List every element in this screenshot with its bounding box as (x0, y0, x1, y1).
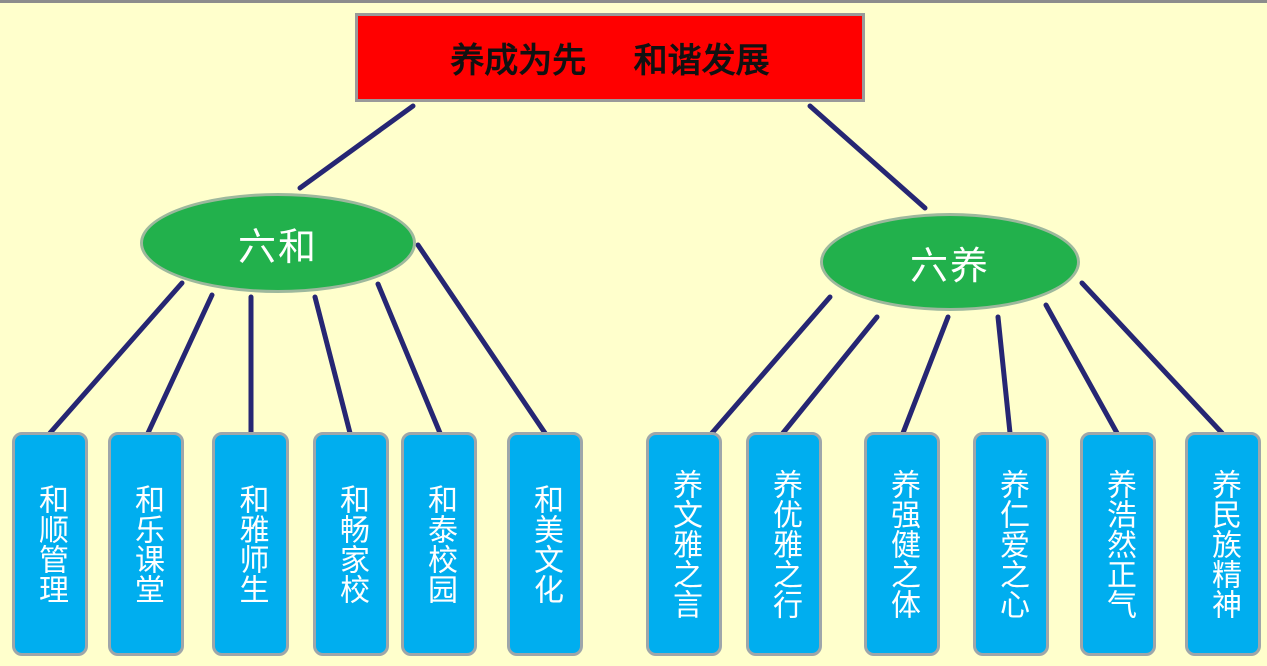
connector-left-2 (145, 292, 215, 436)
connector-right-1 (709, 294, 833, 436)
connector-left-5 (375, 281, 443, 436)
leaf-left-6: 和美文化 (507, 432, 583, 656)
leaf-left-4: 和畅家校 (313, 432, 389, 656)
leaf-right-2: 养优雅之行 (746, 432, 822, 656)
connector-root-left (297, 103, 416, 191)
connector-right-3 (900, 314, 951, 436)
top-border-line (0, 0, 1267, 3)
leaf-right-5: 养浩然正气 (1080, 432, 1156, 656)
ellipse-liuyang: 六养 (820, 213, 1080, 311)
connector-left-4 (312, 294, 353, 436)
leaf-right-1: 养文雅之言 (646, 432, 722, 656)
leaf-left-3: 和雅师生 (212, 432, 289, 656)
connector-left-6 (415, 242, 548, 436)
connector-right-2 (780, 314, 880, 436)
leaf-right-4: 养仁爱之心 (973, 432, 1049, 656)
connector-right-6 (1079, 280, 1225, 436)
connector-root-right (807, 103, 928, 211)
leaf-left-2: 和乐课堂 (108, 432, 184, 656)
leaf-right-6: 养民族精神 (1185, 432, 1261, 656)
leaf-left-5: 和泰校园 (401, 432, 477, 656)
connector-right-5 (1043, 302, 1120, 436)
root-title-box: 养成为先 和谐发展 (355, 13, 865, 102)
leaf-left-1: 和顺管理 (12, 432, 88, 656)
connector-right-4 (995, 314, 1013, 436)
ellipse-liuhe: 六和 (140, 193, 416, 293)
leaf-right-3: 养强健之体 (864, 432, 940, 656)
connector-left-1 (47, 280, 185, 436)
